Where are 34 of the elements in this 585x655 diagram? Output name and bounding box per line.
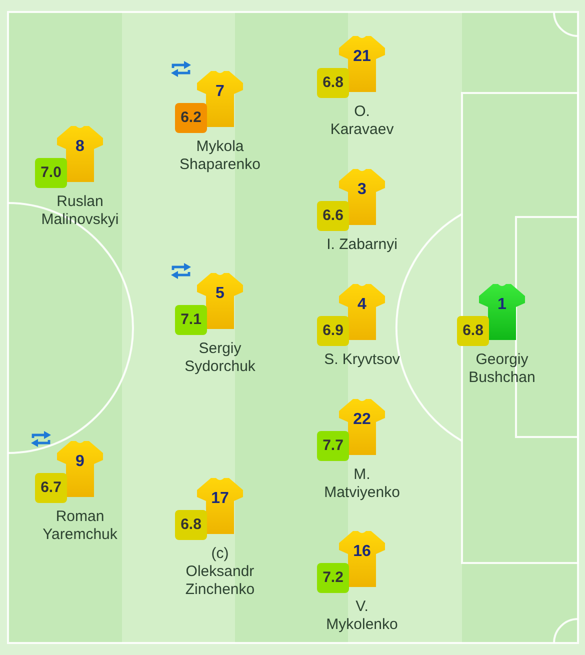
player-name: I. Zabarnyi xyxy=(326,236,398,254)
shirt-number: 21 xyxy=(353,48,371,66)
shirt-number: 17 xyxy=(211,490,229,508)
player-name: M. Matviyenko xyxy=(324,466,400,502)
shirt-number: 9 xyxy=(76,453,84,471)
rating-badge: 6.7 xyxy=(35,473,67,503)
shirt-number: 8 xyxy=(76,138,84,156)
rating-badge: 7.2 xyxy=(317,563,349,593)
rating-badge: 6.9 xyxy=(317,316,349,346)
player-name: S. Kryvtsov xyxy=(324,351,400,369)
player-name: Oleksandr Zinchenko xyxy=(185,563,255,599)
player-name: Mykola Shaparenko xyxy=(180,138,260,174)
player-name: Georgiy Bushchan xyxy=(468,351,536,387)
rating-badge: 7.0 xyxy=(35,158,67,188)
rating-badge: 6.8 xyxy=(457,316,489,346)
rating-badge: 6.6 xyxy=(317,201,349,231)
player-name: V. Mykolenko xyxy=(326,598,398,634)
rating-badge: 7.7 xyxy=(317,431,349,461)
shirt-number: 3 xyxy=(358,181,366,199)
shirt-number: 1 xyxy=(498,296,506,314)
player-name: O. Karavaev xyxy=(330,103,394,139)
player-name: Roman Yaremchuk xyxy=(42,508,118,544)
player-name: Sergiy Sydorchuk xyxy=(184,340,256,376)
shirt-number: 5 xyxy=(216,285,224,303)
shirt-number: 7 xyxy=(216,83,224,101)
rating-badge: 6.8 xyxy=(317,68,349,98)
shirt-number: 4 xyxy=(358,296,366,314)
player-name: Ruslan Malinovskyi xyxy=(41,193,119,229)
rating-badge: 6.2 xyxy=(175,103,207,133)
captain-mark: (c) xyxy=(211,545,229,563)
shirt-number: 16 xyxy=(353,543,371,561)
rating-badge: 7.1 xyxy=(175,305,207,335)
shirt-number: 22 xyxy=(353,411,371,429)
rating-badge: 6.8 xyxy=(175,510,207,540)
